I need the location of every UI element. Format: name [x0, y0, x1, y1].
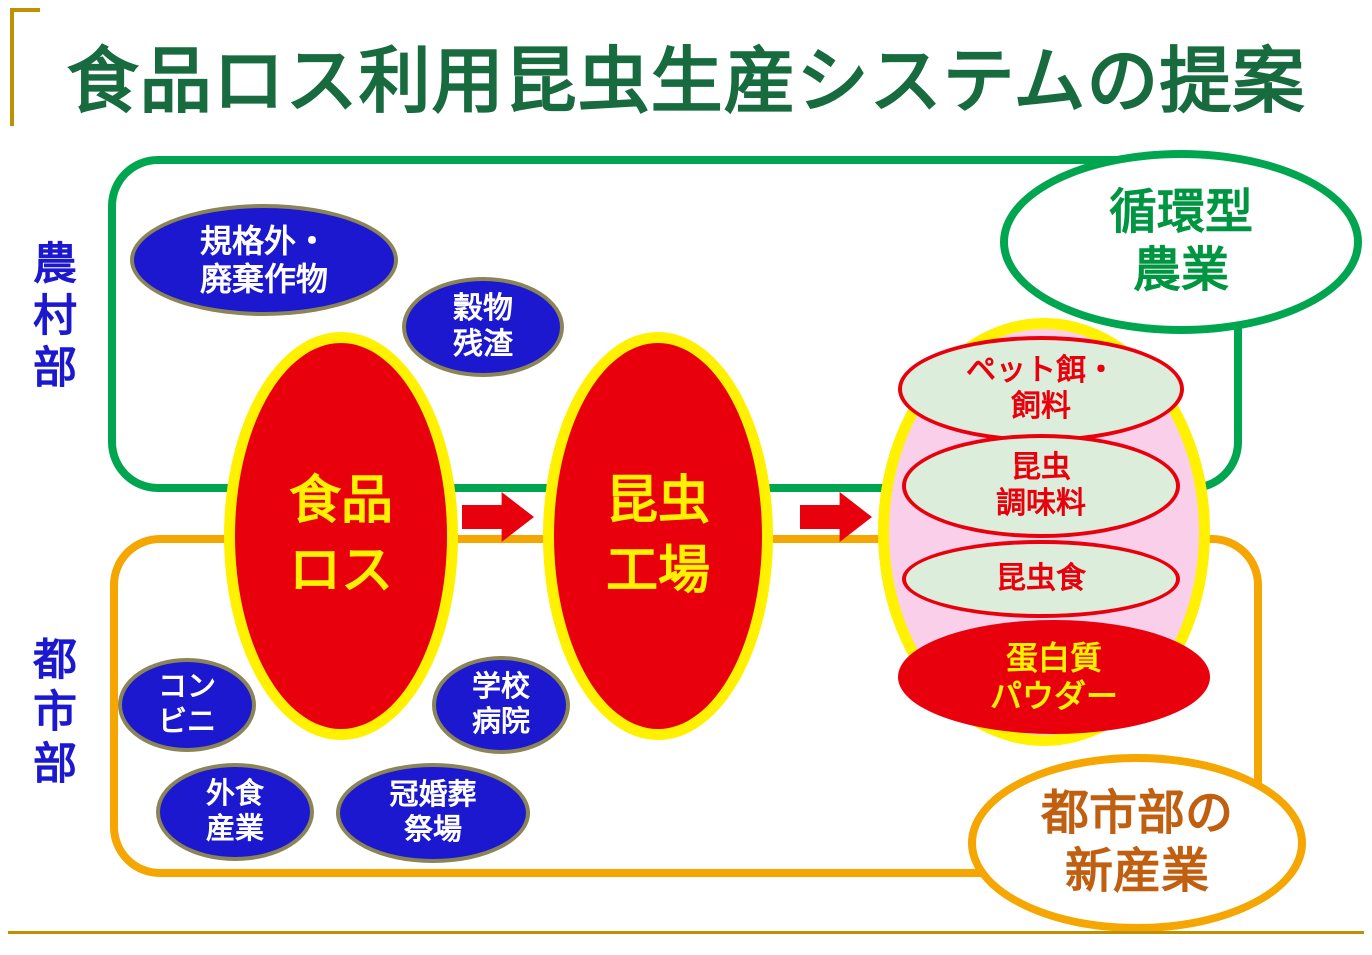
product-oval-insect-seasoning: 昆虫 調味料 [902, 434, 1180, 538]
corner-bracket-vertical [10, 8, 14, 126]
product-oval-text: 調味料 [996, 487, 1086, 520]
outcome-text: 農業 [1132, 244, 1229, 297]
product-oval-text: 昆虫 [1011, 451, 1071, 484]
urban-region-label: 都市部 [26, 636, 75, 792]
product-oval-pet-feed: ペット餌・ 飼料 [898, 336, 1184, 442]
source-oval-text: 穀物 [453, 292, 513, 325]
source-oval-text: 外食 [205, 778, 264, 811]
slide-title: 食品ロス利用昆虫生産システムの提案 [66, 42, 1306, 122]
source-oval-text: コン [157, 671, 216, 704]
product-oval-text: パウダー [989, 678, 1118, 714]
insect-factory-text: 工場 [605, 542, 710, 600]
source-oval-text: 廃棄作物 [199, 261, 328, 297]
source-oval-convenience-store: コン ビニ [118, 658, 256, 752]
source-oval-text: ビニ [157, 706, 216, 738]
product-oval-protein-powder: 蛋白質 パウダー [898, 620, 1210, 734]
source-oval-restaurant-industry: 外食 産業 [156, 763, 314, 861]
product-oval-text: 昆虫食 [996, 562, 1086, 595]
source-oval-text: 冠婚葬 [389, 779, 477, 812]
source-oval-text: 病院 [471, 706, 530, 738]
bottom-rule [8, 931, 1364, 934]
outcome-text: 循環型 [1108, 186, 1253, 240]
source-oval-text: 規格外・ [199, 222, 328, 259]
food-loss-text: 食品 [288, 471, 393, 530]
product-oval-text: 蛋白質 [1005, 639, 1102, 676]
corner-bracket-horizontal [10, 8, 40, 12]
product-oval-text: 飼料 [1011, 390, 1071, 423]
food-loss-ellipse: 食品 ロス [224, 332, 458, 740]
outcome-text: 都市部の [1040, 787, 1233, 841]
outcome-text: 新産業 [1064, 845, 1209, 898]
product-oval-text: ペット餌・ [966, 354, 1116, 387]
source-oval-discarded-crops: 規格外・ 廃棄作物 [130, 204, 398, 316]
source-oval-text: 産業 [205, 813, 264, 845]
new-urban-industry-ellipse: 都市部の 新産業 [968, 754, 1306, 932]
insect-factory-text: 昆虫 [605, 471, 710, 530]
product-oval-insect-food: 昆虫食 [902, 540, 1180, 618]
source-oval-text: 学校 [471, 671, 530, 704]
source-oval-text: 祭場 [403, 814, 462, 846]
food-loss-text: ロス [288, 542, 393, 600]
insect-factory-ellipse: 昆虫 工場 [543, 332, 773, 740]
rural-region-label: 農村部 [26, 240, 75, 396]
source-oval-grain-residue: 穀物 残渣 [402, 277, 564, 377]
circular-agriculture-ellipse: 循環型 農業 [1000, 150, 1362, 334]
source-oval-text: 残渣 [453, 328, 513, 361]
source-oval-school-hospital: 学校 病院 [432, 656, 570, 754]
source-oval-ceremony-hall: 冠婚葬 祭場 [336, 763, 530, 863]
